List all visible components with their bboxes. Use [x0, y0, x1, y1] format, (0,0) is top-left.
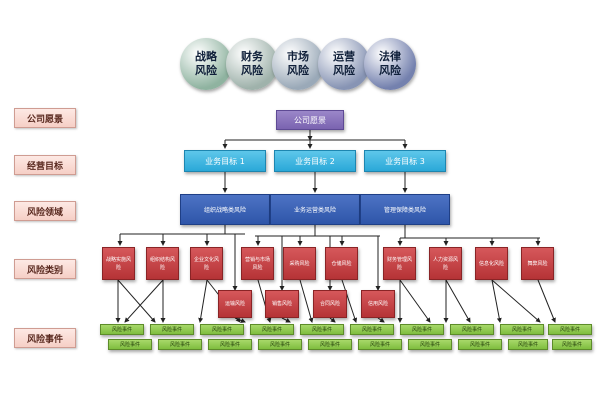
risk-event-box: 风险事件 [508, 339, 548, 350]
risk-type-box: 组织结构风险 [146, 247, 179, 280]
category-label: 运营 风险 [333, 50, 355, 77]
risk-event-box: 风险事件 [400, 324, 444, 335]
row-label-domains: 风险领域 [14, 201, 76, 221]
goal-box-3: 业务目标 3 [364, 150, 446, 172]
category-circle-legal: 法律 风险 [364, 38, 416, 90]
goal-box-1: 业务目标 1 [184, 150, 266, 172]
risk-type-box: 营销与市场风险 [241, 247, 274, 280]
category-label: 战略 风险 [195, 50, 217, 77]
risk-type-box: 人力资源风险 [429, 247, 462, 280]
risk-type-box: 信息化风险 [475, 247, 508, 280]
risk-type-box: 运输风险 [218, 290, 252, 318]
domain-box-2: 业务运营类风险 [270, 194, 360, 225]
risk-event-box: 风险事件 [200, 324, 244, 335]
risk-event-box: 风险事件 [408, 339, 452, 350]
row-label-types: 风险类别 [14, 259, 76, 279]
risk-event-box: 风险事件 [450, 324, 494, 335]
risk-type-box: 销售风险 [265, 290, 299, 318]
category-label: 法律 风险 [379, 50, 401, 77]
risk-event-box: 风险事件 [258, 339, 302, 350]
category-circle-strategy: 战略 风险 [180, 38, 232, 90]
risk-event-box: 风险事件 [250, 324, 294, 335]
row-label-events: 风险事件 [14, 328, 76, 348]
category-label: 财务 风险 [241, 50, 263, 77]
risk-event-box: 风险事件 [358, 339, 402, 350]
category-circle-market: 市场 风险 [272, 38, 324, 90]
risk-event-box: 风险事件 [350, 324, 394, 335]
risk-event-box: 风险事件 [108, 339, 152, 350]
risk-type-box: 采购风险 [283, 247, 316, 280]
category-label: 市场 风险 [287, 50, 309, 77]
risk-type-box: 企业文化风险 [190, 247, 223, 280]
risk-type-box: 战略实施风险 [102, 247, 135, 280]
domain-box-1: 组织战略类风险 [180, 194, 270, 225]
risk-type-box: 财务管理风险 [383, 247, 416, 280]
risk-event-box: 风险事件 [458, 339, 502, 350]
domain-box-3: 管理保障类风险 [360, 194, 450, 225]
risk-event-box: 风险事件 [158, 339, 202, 350]
goal-box-2: 业务目标 2 [274, 150, 356, 172]
category-circle-finance: 财务 风险 [226, 38, 278, 90]
risk-event-box: 风险事件 [208, 339, 252, 350]
risk-type-box: 信用风险 [361, 290, 395, 318]
category-circle-operation: 运营 风险 [318, 38, 370, 90]
risk-event-box: 风险事件 [300, 324, 344, 335]
risk-type-box: 舞弊风险 [521, 247, 554, 280]
risk-event-box: 风险事件 [548, 324, 592, 335]
risk-event-box: 风险事件 [100, 324, 144, 335]
risk-event-box: 风险事件 [552, 339, 592, 350]
risk-event-box: 风险事件 [150, 324, 194, 335]
row-label-goals: 经营目标 [14, 155, 76, 175]
vision-box: 公司愿景 [276, 110, 344, 130]
risk-event-box: 风险事件 [500, 324, 544, 335]
row-label-vision: 公司愿景 [14, 108, 76, 128]
risk-event-box: 风险事件 [308, 339, 352, 350]
risk-type-box: 合同风险 [313, 290, 347, 318]
risk-type-box: 仓储风险 [325, 247, 358, 280]
